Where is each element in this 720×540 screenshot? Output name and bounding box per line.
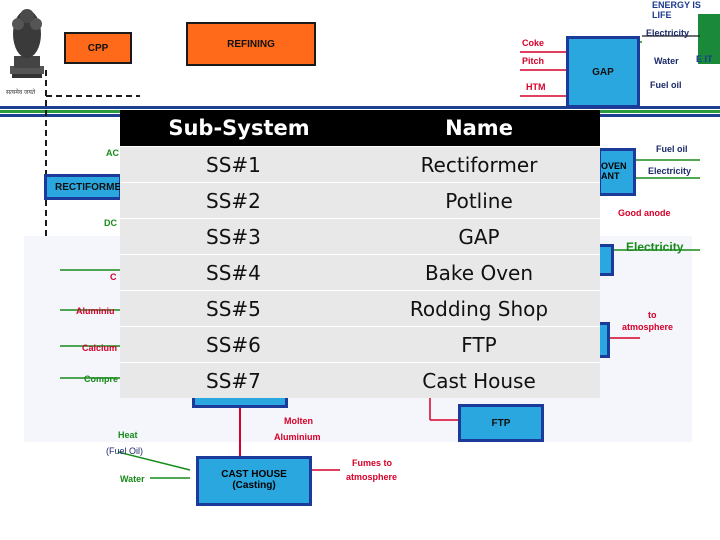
cast-house-box: CAST HOUSE (Casting) <box>196 456 312 506</box>
subsystem-id-cell: SS#1 <box>120 146 358 183</box>
water-cast-label: Water <box>120 474 145 484</box>
cpp-box: CPP <box>64 32 132 64</box>
subsystem-name-cell: Bake Oven <box>358 254 600 291</box>
electricity-oven-label: Electricity <box>648 166 692 176</box>
bake-oven-label-2: ANT <box>601 171 620 181</box>
subsystem-id-cell: SS#7 <box>120 362 358 398</box>
rectiformer-box: RECTIFORME <box>44 174 122 200</box>
table-row: SS#3 GAP <box>120 218 600 255</box>
subsystem-id-cell: SS#6 <box>120 326 358 363</box>
electricity-gap-label: Electricity <box>646 28 690 38</box>
rodding-shop-box <box>598 244 614 276</box>
compr-label: Compre <box>84 374 119 384</box>
table-row: SS#1 Rectiformer <box>120 146 600 183</box>
brand-suffix: E IT <box>696 54 713 64</box>
heat-label-2: (Fuel Oil) <box>106 446 144 456</box>
dc-label: DC <box>104 218 117 228</box>
bake-oven-box: OVEN ANT <box>598 148 636 196</box>
fuel-oil-oven-label: Fuel oil <box>656 144 688 154</box>
subsystem-name-cell: Potline <box>358 182 600 219</box>
table-row: SS#2 Potline <box>120 182 600 219</box>
subsystem-id-cell: SS#5 <box>120 290 358 327</box>
cast-house-sub-label: (Casting) <box>232 480 276 491</box>
brand-logo-icon <box>698 14 720 64</box>
molten-label-1: Molten <box>284 416 313 426</box>
table-row: SS#4 Bake Oven <box>120 254 600 291</box>
table-row: SS#7 Cast House <box>120 362 600 398</box>
fuel-oil-gap-label: Fuel oil <box>650 80 682 90</box>
subsystem-name-cell: Rodding Shop <box>358 290 600 327</box>
calcium-label: Calcium <box>82 343 118 353</box>
subsystem-name-cell: Rectiformer <box>358 146 600 183</box>
subsystem-header: Sub-System <box>120 110 358 147</box>
header-stripe-blue <box>0 106 720 109</box>
water-gap-label: Water <box>654 56 679 66</box>
subsystem-id-cell: SS#3 <box>120 218 358 255</box>
subsystem-name-cell: FTP <box>358 326 600 363</box>
subsystem-id-cell: SS#4 <box>120 254 358 291</box>
emblem-caption: सत्यमेव जयते <box>6 90 36 96</box>
electricity-big-label: Electricity <box>626 240 684 254</box>
name-header: Name <box>358 110 600 147</box>
table-row: SS#6 FTP <box>120 326 600 363</box>
ftp-side-box <box>598 322 610 358</box>
subsystem-table: Sub-System Name SS#1 Rectiformer SS#2 Po… <box>120 110 600 398</box>
c-label: C <box>110 272 117 282</box>
table-row: SS#5 Rodding Shop <box>120 290 600 327</box>
bake-oven-label-1: OVEN <box>601 161 627 171</box>
subsystem-id-cell: SS#2 <box>120 182 358 219</box>
to-atmosphere-label-1: to <box>648 310 657 320</box>
to-atmosphere-label-2: atmosphere <box>622 322 674 332</box>
heat-label-1: Heat <box>118 430 138 440</box>
refining-box: REFINING <box>186 22 316 66</box>
pitch-label: Pitch <box>522 56 545 66</box>
cast-house-label: CAST HOUSE <box>221 469 287 480</box>
ac-label: AC <box>106 148 119 158</box>
fumes-label-1: Fumes to <box>352 458 393 468</box>
ftp-box: FTP <box>458 404 544 442</box>
subsystem-name-cell: Cast House <box>358 362 600 398</box>
table-header-row: Sub-System Name <box>120 110 600 147</box>
subsystem-name-cell: GAP <box>358 218 600 255</box>
good-anode-label: Good anode <box>618 208 671 218</box>
aluminium-label: Aluminiu <box>76 306 115 316</box>
gap-box: GAP <box>566 36 640 108</box>
national-emblem-icon <box>10 9 44 78</box>
molten-label-2: Aluminium <box>274 432 321 442</box>
htm-label: HTM <box>526 82 546 92</box>
fumes-label-2: atmosphere <box>346 472 398 482</box>
coke-label: Coke <box>522 38 545 48</box>
brand-slogan: ENERGY IS LIFE <box>652 0 701 20</box>
